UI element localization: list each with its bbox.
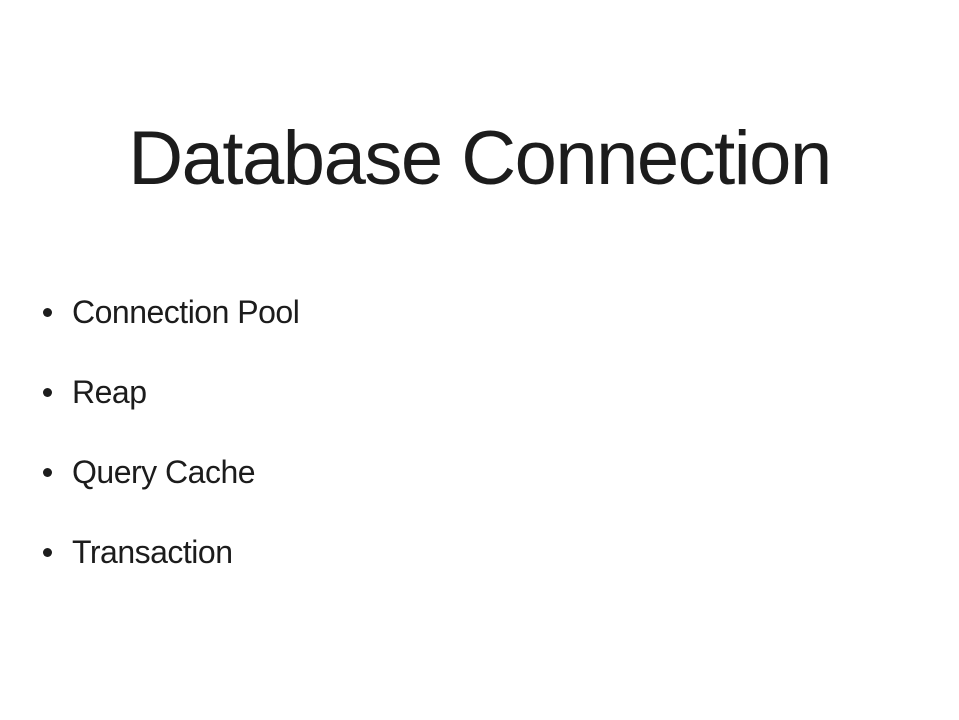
slide-title: Database Connection (128, 115, 832, 201)
bullet-icon (43, 387, 52, 397)
list-item: Connection Pool (43, 291, 300, 333)
bullet-icon (43, 307, 52, 317)
bullet-label: Connection Pool (72, 294, 300, 330)
bullet-label: Transaction (72, 534, 233, 570)
bullet-list: Connection Pool Reap Query Cache Transac… (43, 291, 300, 611)
bullet-label: Query Cache (72, 454, 256, 490)
bullet-icon (43, 467, 52, 477)
list-item: Reap (43, 371, 299, 413)
bullet-label: Reap (72, 374, 147, 410)
list-item: Transaction (43, 531, 299, 573)
list-item: Query Cache (43, 451, 299, 493)
bullet-icon (43, 547, 52, 557)
